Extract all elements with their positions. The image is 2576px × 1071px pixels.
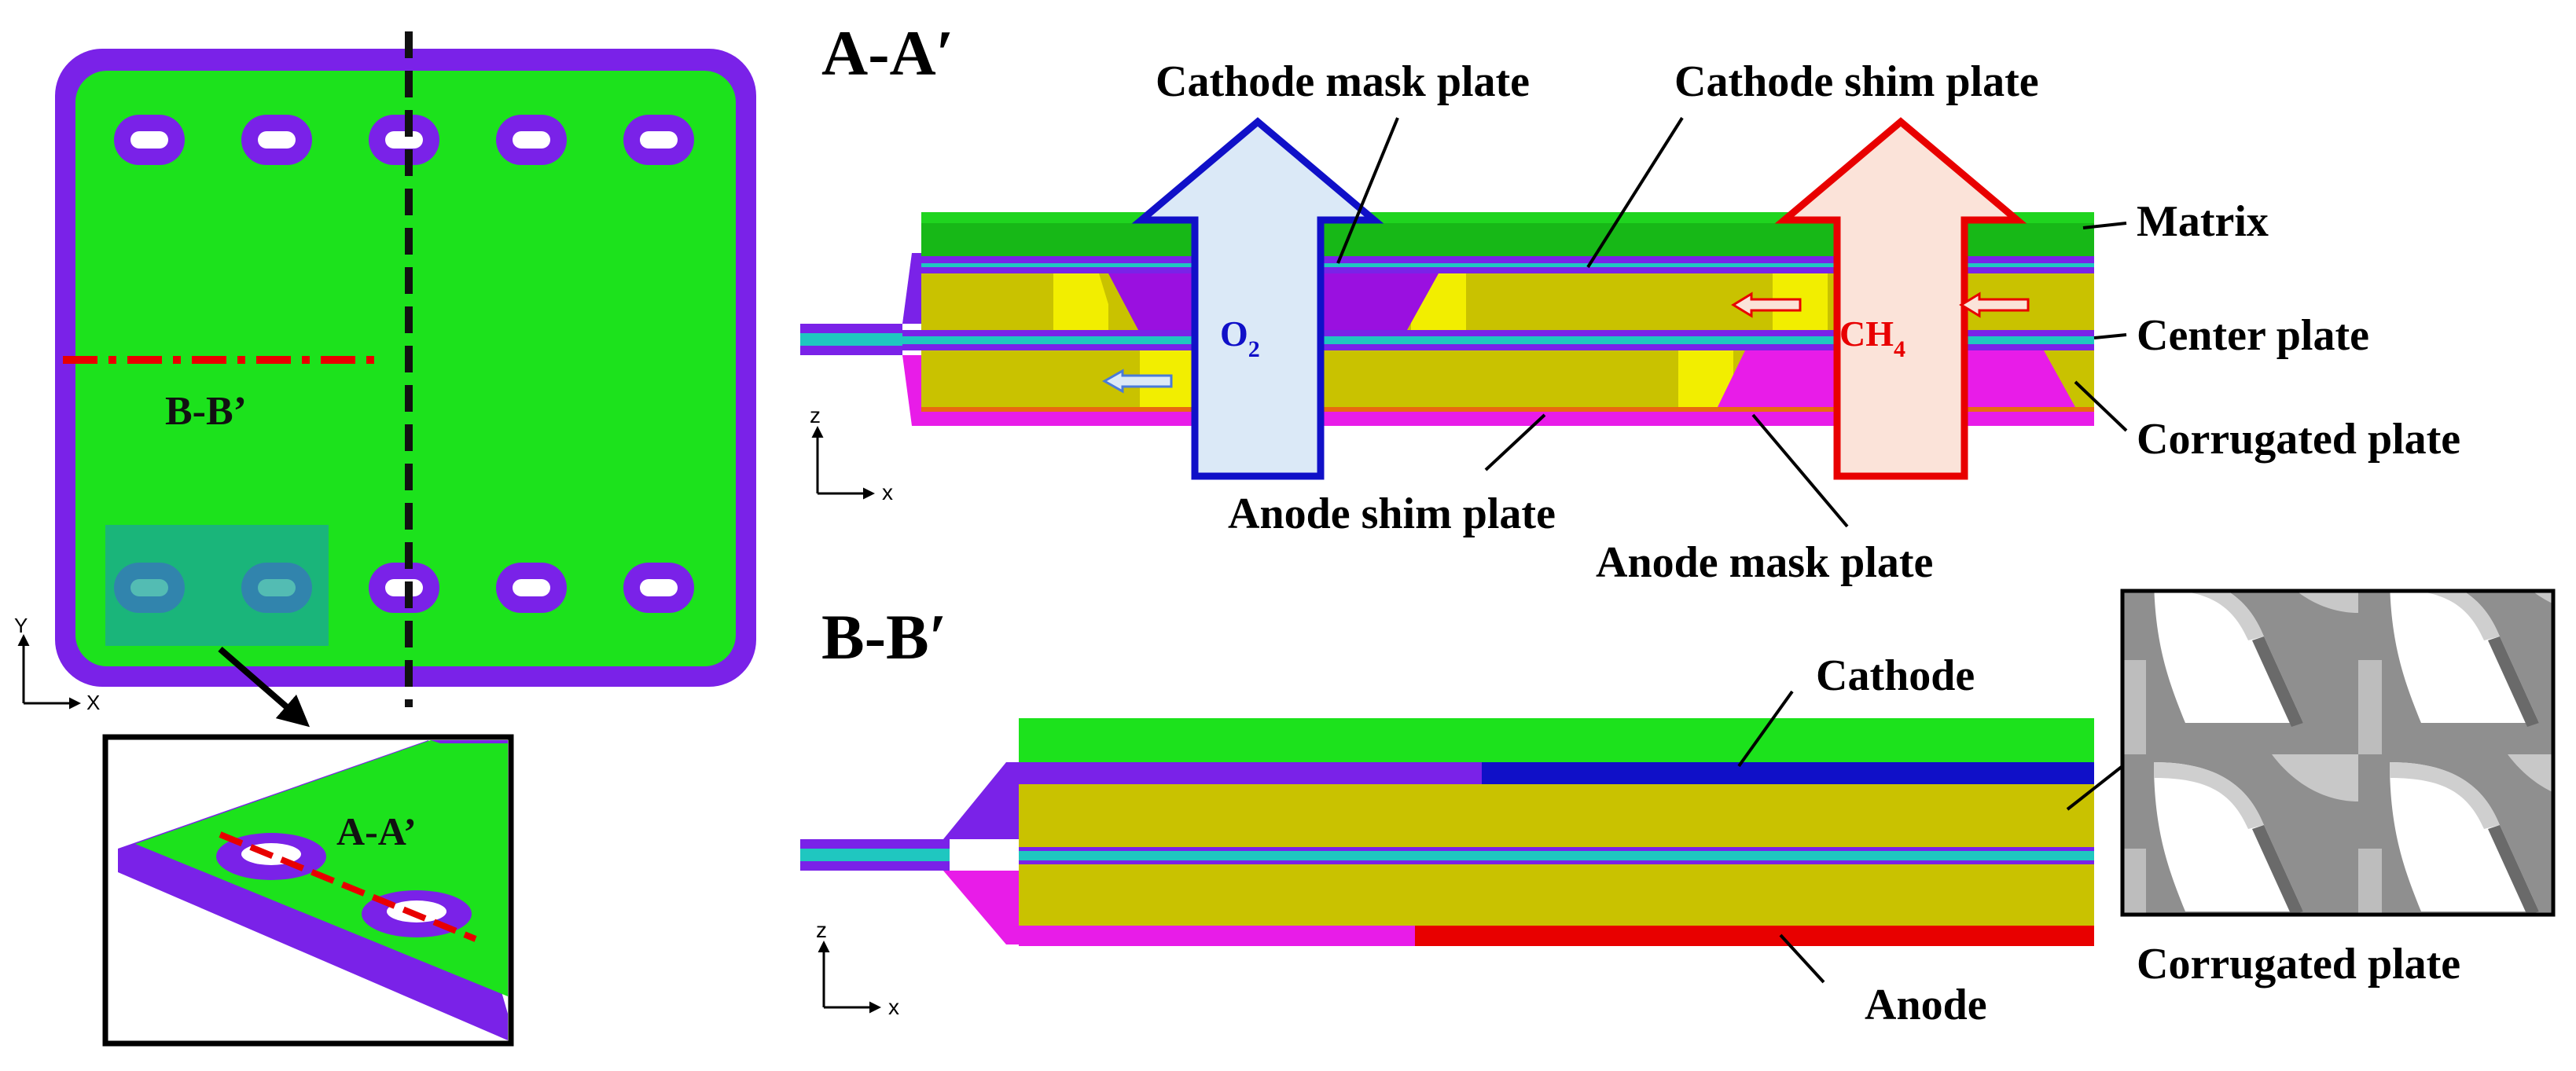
section-aa: A-A′ O2: [800, 17, 2460, 587]
corrugated-plate-3d-view: [2120, 589, 2556, 917]
bb-corrugated-upper: [1019, 784, 2094, 847]
inset-section-label: A-A’: [336, 809, 417, 853]
label-cathode: Cathode: [1816, 651, 1975, 700]
o2-arrow: O2: [1131, 117, 1384, 480]
label-center-plate: Center plate: [2137, 311, 2369, 360]
zoom-highlight-box: [105, 525, 329, 646]
top-axis-x-label: X: [86, 691, 100, 714]
label-anode-shim-plate: Anode shim plate: [1228, 490, 1556, 538]
ch4-arrow: CH4: [1774, 117, 2027, 480]
o2-label: O2: [1220, 314, 1260, 362]
label-corrugated-plate: Corrugated plate: [2137, 415, 2460, 464]
bb-corrugated-lower: [1019, 864, 2094, 926]
section-bb-title: B-B′: [821, 601, 947, 673]
zoom-pointer-arrow: [218, 646, 311, 728]
label-corrugated-plate-bb: Corrugated plate: [2137, 940, 2460, 988]
ch4-label: CH4: [1839, 314, 1905, 362]
svg-text:z: z: [816, 918, 827, 942]
top-axis-y-label: Y: [14, 614, 28, 637]
svg-text:x: x: [882, 480, 893, 504]
manifold-holes-top: [114, 115, 694, 165]
bb-axes: z x: [816, 918, 899, 1019]
top-view-axes: Y X: [14, 614, 100, 714]
section-aa-title: A-A′: [821, 17, 954, 89]
top-view: B-B’ Y X A-A’: [14, 31, 756, 1047]
label-anode-mask-plate: Anode mask plate: [1596, 538, 1933, 587]
aa-axes: z x: [810, 403, 893, 504]
zoom-inset: A-A’: [102, 734, 514, 1047]
bb-cathode-layer: [1482, 762, 2094, 784]
label-matrix: Matrix: [2137, 197, 2269, 246]
section-b-label: B-B’: [165, 389, 247, 434]
bb-matrix-layer: [1019, 718, 2094, 762]
ch4-flow-arrows: [1731, 292, 2030, 318]
svg-text:z: z: [810, 403, 821, 427]
o2-flow-arrows: [1101, 369, 1173, 394]
label-anode: Anode: [1865, 981, 1987, 1029]
label-cathode-shim-plate: Cathode shim plate: [1674, 57, 2039, 106]
svg-text:x: x: [888, 995, 899, 1019]
section-bb: B-B′ z x Cathode Anode Corrugated plate: [800, 589, 2556, 1029]
label-cathode-mask-plate: Cathode mask plate: [1156, 57, 1530, 106]
bb-anode-layer: [1415, 926, 2094, 946]
